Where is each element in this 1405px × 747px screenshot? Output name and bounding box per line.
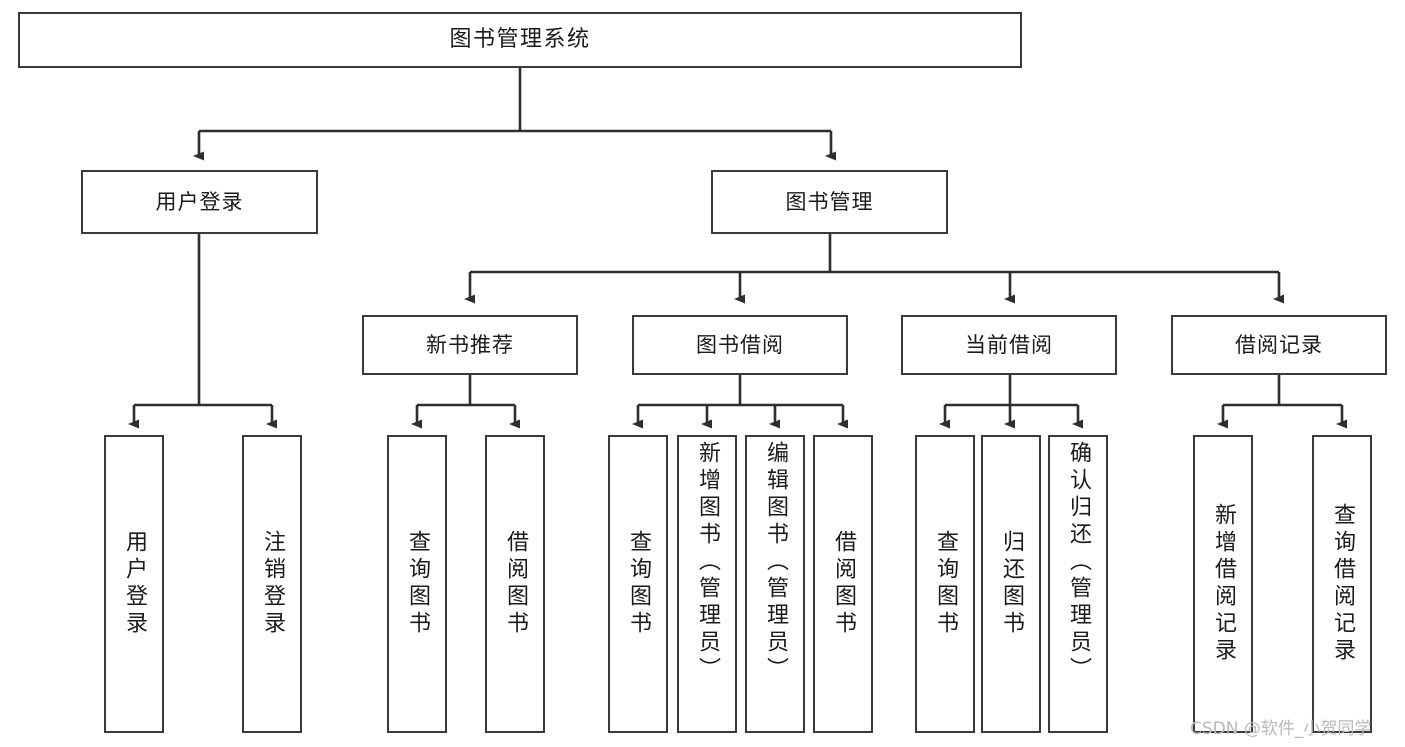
node-leaf-borrow-book-1[interactable]: 借阅图书 (485, 435, 545, 733)
node-new-book-rec[interactable]: 新书推荐 (362, 315, 578, 375)
node-leaf-add-record[interactable]: 新增借阅记录 (1193, 435, 1253, 733)
node-leaf-return-book[interactable]: 归还图书 (981, 435, 1041, 733)
node-label: 图书管理 (785, 189, 874, 214)
node-label: 查询图书 (405, 530, 430, 638)
node-leaf-user-logout[interactable]: 注销登录 (242, 435, 302, 733)
node-label: 新增借阅记录 (1211, 503, 1236, 665)
node-label: 查询图书 (933, 530, 958, 638)
node-label: 注销登录 (260, 530, 285, 638)
node-leaf-user-login[interactable]: 用户登录 (104, 435, 164, 733)
node-leaf-query-book-3[interactable]: 查询图书 (915, 435, 975, 733)
node-leaf-borrow-book-2[interactable]: 借阅图书 (813, 435, 873, 733)
node-label: 查询借阅记录 (1330, 503, 1355, 665)
node-leaf-edit-book[interactable]: 编辑图书（管理员） (745, 435, 805, 733)
node-label: 查询图书 (626, 530, 651, 638)
node-label: 编辑图书（管理员） (763, 441, 788, 684)
node-leaf-confirm-return[interactable]: 确认归还（管理员） (1048, 435, 1108, 733)
node-label: 新书推荐 (426, 332, 514, 357)
node-label: 用户登录 (155, 189, 244, 214)
node-borrow-record[interactable]: 借阅记录 (1171, 315, 1387, 375)
watermark-text: CSDN @软件_小贺同学 (1190, 719, 1372, 739)
node-label: 借阅图书 (503, 530, 528, 638)
node-label: 用户登录 (122, 530, 147, 638)
node-label: 借阅记录 (1235, 332, 1323, 357)
node-label: 借阅图书 (831, 530, 856, 638)
node-label: 确认归还（管理员） (1066, 441, 1091, 684)
node-label: 图书管理系统 (449, 27, 591, 53)
node-leaf-query-book-2[interactable]: 查询图书 (608, 435, 668, 733)
node-leaf-add-book[interactable]: 新增图书（管理员） (677, 435, 737, 733)
node-leaf-query-book-1[interactable]: 查询图书 (387, 435, 447, 733)
node-book-manage[interactable]: 图书管理 (711, 170, 948, 234)
node-leaf-query-record[interactable]: 查询借阅记录 (1312, 435, 1372, 733)
node-label: 新增图书（管理员） (695, 441, 720, 684)
node-root-system[interactable]: 图书管理系统 (18, 12, 1022, 68)
node-current-borrow[interactable]: 当前借阅 (901, 315, 1117, 375)
node-user-login[interactable]: 用户登录 (81, 170, 318, 234)
node-label: 当前借阅 (965, 332, 1053, 357)
node-label: 归还图书 (999, 530, 1024, 638)
node-book-borrow[interactable]: 图书借阅 (632, 315, 848, 375)
node-label: 图书借阅 (696, 332, 784, 357)
